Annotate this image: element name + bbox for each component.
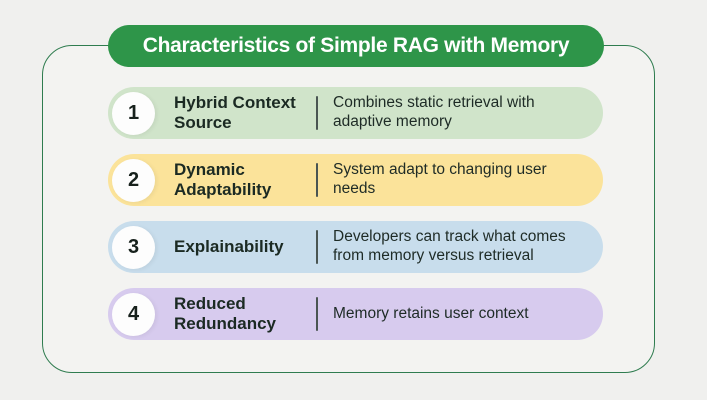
header-pill: Characteristics of Simple RAG with Memor… — [108, 25, 604, 67]
step-number-badge: 2 — [112, 158, 155, 202]
feature-row-list: 1 Hybrid Context Source Combines static … — [108, 87, 603, 340]
step-number: 4 — [127, 302, 140, 325]
step-number: 2 — [127, 168, 140, 191]
feature-title: Dynamic Adaptability — [174, 160, 272, 199]
feature-title: Hybrid Context Source — [174, 93, 296, 132]
feature-description: Developers can track what comes from mem… — [333, 228, 566, 264]
page-title: Characteristics of Simple RAG with Memor… — [142, 34, 570, 57]
feature-row-explainability: 3 Explainability Developers can track wh… — [108, 221, 603, 273]
step-number-badge: 3 — [112, 225, 155, 269]
divider — [316, 230, 318, 264]
feature-description: System adapt to changing user needs — [333, 161, 547, 197]
feature-row-reduced-redundancy: 4 Reduced Redundancy Memory retains user… — [108, 288, 603, 340]
step-number: 1 — [127, 101, 140, 124]
feature-description: Combines static retrieval with adaptive … — [333, 94, 535, 130]
feature-row-hybrid-context-source: 1 Hybrid Context Source Combines static … — [108, 87, 603, 139]
feature-title: Reduced Redundancy — [174, 294, 277, 333]
infographic-card: Characteristics of Simple RAG with Memor… — [42, 25, 655, 373]
feature-description: Memory retains user context — [333, 304, 529, 322]
step-number-badge: 1 — [112, 91, 155, 135]
divider — [316, 96, 318, 130]
divider — [316, 297, 318, 331]
divider — [316, 163, 318, 197]
step-number-badge: 4 — [112, 292, 155, 336]
step-number: 3 — [127, 235, 140, 258]
feature-title: Explainability — [174, 237, 284, 257]
feature-row-dynamic-adaptability: 2 Dynamic Adaptability System adapt to c… — [108, 154, 603, 206]
